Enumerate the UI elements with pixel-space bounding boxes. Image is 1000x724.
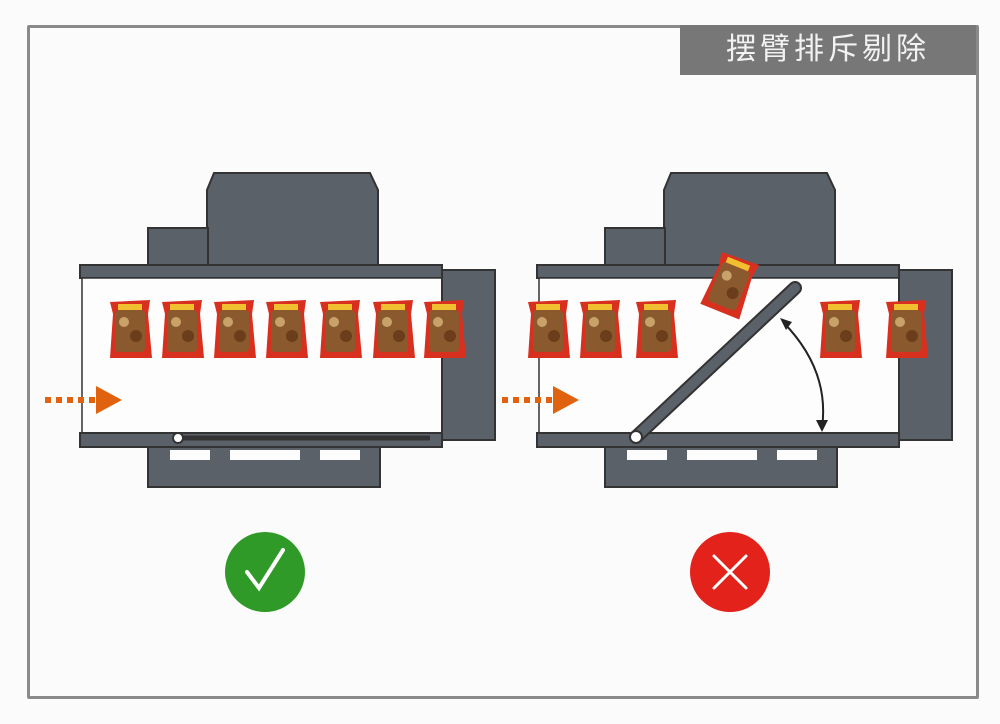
swing-arm-open xyxy=(631,283,800,442)
title-banner: 摆臂排斥剔除 xyxy=(680,25,976,75)
arm-pivot xyxy=(629,430,643,444)
conveyor-machine xyxy=(501,172,953,488)
reject-panel xyxy=(501,172,953,612)
arm-pivot xyxy=(172,432,184,444)
normal-panel xyxy=(44,172,496,612)
outer-frame xyxy=(27,25,979,699)
cross-icon xyxy=(690,532,770,612)
angle-arc xyxy=(782,321,825,429)
check-icon xyxy=(225,532,305,612)
